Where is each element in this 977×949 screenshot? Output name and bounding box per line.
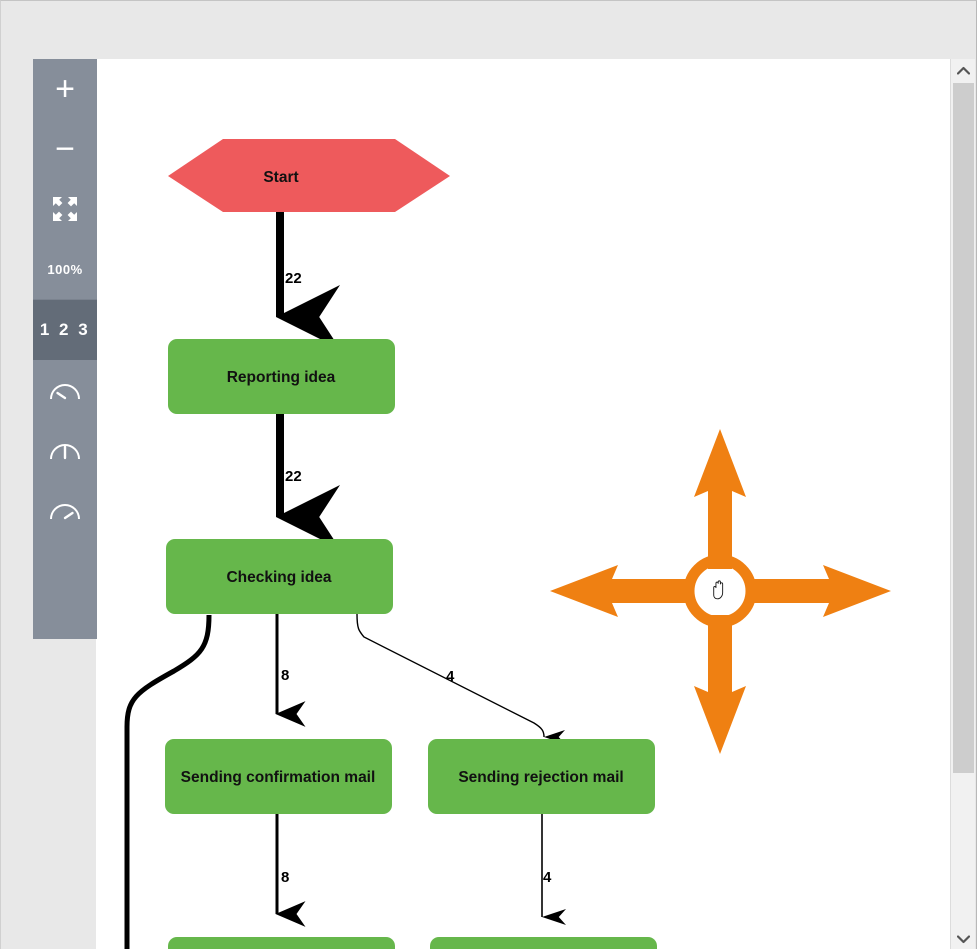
minus-icon: − — [55, 130, 75, 168]
node-checking-idea-label: Checking idea — [226, 569, 331, 586]
zoom-in-button[interactable]: + — [33, 59, 97, 119]
node-reporting-idea[interactable]: Reporting idea — [168, 339, 395, 414]
edge-label-start-report: 22 — [285, 270, 302, 287]
edge-label-report-check: 22 — [285, 468, 302, 485]
gauge-high-icon — [50, 504, 80, 520]
scrollbar-thumb[interactable] — [953, 83, 974, 773]
edge-label-confirm-next: 8 — [281, 869, 289, 886]
edge-label-reject-next: 4 — [543, 869, 552, 886]
node-start[interactable]: Start — [168, 139, 450, 212]
flowchart-graphic: Start Reporting idea Checking idea Sendi… — [124, 139, 657, 949]
chevron-up-icon — [956, 66, 970, 75]
zoom-level-display[interactable]: 100% — [33, 239, 97, 299]
gauge-low-button[interactable] — [33, 360, 97, 420]
node-sending-rejection-mail[interactable]: Sending rejection mail — [428, 739, 655, 814]
show-numbers-button[interactable]: 1 2 3 — [33, 300, 97, 360]
scroll-up-button[interactable] — [951, 59, 975, 81]
edge-check-reject — [356, 613, 566, 744]
node-sending-rejection-mail-label: Sending rejection mail — [458, 769, 623, 786]
fit-to-screen-button[interactable] — [33, 179, 97, 239]
zoom-out-button[interactable]: − — [33, 119, 97, 179]
edge-label-check-confirm: 8 — [281, 667, 289, 684]
gauge-mid-icon — [50, 444, 80, 460]
gauge-high-button[interactable] — [33, 480, 97, 540]
node-sending-confirmation-mail[interactable]: Sending confirmation mail — [165, 739, 392, 814]
expand-arrows-icon — [53, 197, 77, 221]
edge-check-loopback — [124, 614, 212, 949]
toolbar-divider — [33, 299, 97, 300]
node-start-label: Start — [263, 169, 298, 186]
gauge-mid-button[interactable] — [33, 420, 97, 480]
node-next-right[interactable] — [430, 937, 657, 949]
plus-icon: + — [55, 70, 75, 108]
node-checking-idea[interactable]: Checking idea — [166, 539, 393, 614]
node-sending-confirmation-mail-label: Sending confirmation mail — [181, 769, 376, 786]
vertical-scrollbar[interactable] — [950, 59, 975, 949]
digits-icon: 1 2 3 — [39, 320, 91, 339]
scroll-down-button[interactable] — [951, 928, 975, 949]
node-next-left[interactable] — [168, 937, 395, 949]
gauge-low-icon — [50, 384, 80, 400]
edge-label-check-reject: 4 — [446, 668, 455, 685]
chevron-down-icon — [956, 934, 970, 943]
zoom-toolbar: + − 100% 1 2 3 — [33, 59, 97, 639]
zoom-level-label: 100% — [47, 261, 83, 277]
node-reporting-idea-label: Reporting idea — [227, 369, 336, 386]
diagram-canvas[interactable]: Start Reporting idea Checking idea Sendi… — [96, 59, 952, 949]
